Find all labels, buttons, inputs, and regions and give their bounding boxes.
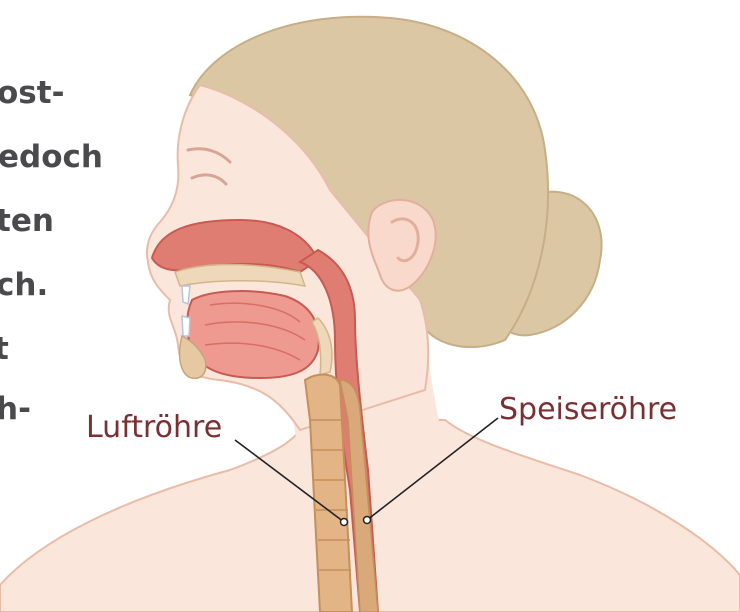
body-text-line: ch.: [0, 270, 48, 301]
esophagus-leader-dot: [364, 517, 371, 524]
upper-tooth: [182, 286, 190, 304]
body-text-line: ost-: [0, 78, 64, 109]
trachea-leader-dot: [341, 519, 348, 526]
body-text-line: edoch: [0, 142, 103, 173]
body-text-line: h-: [0, 394, 31, 425]
trachea-label: Luftröhre: [86, 413, 222, 443]
lower-tooth: [182, 316, 190, 336]
body-text: ost- edoch ten ch. t h-: [0, 0, 130, 430]
body-text-line: ten: [0, 206, 54, 237]
body-text-line: t: [0, 334, 9, 365]
esophagus-label: Speiseröhre: [499, 395, 677, 425]
